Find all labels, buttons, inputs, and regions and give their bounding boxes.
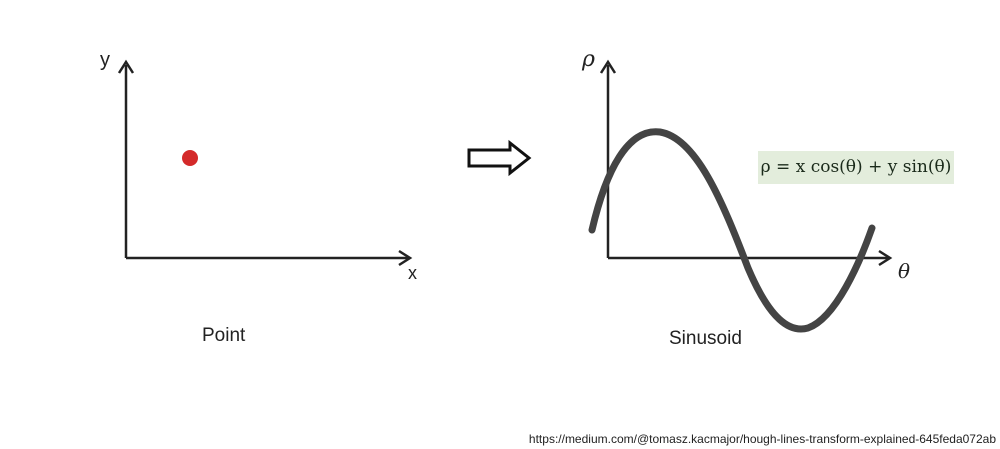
- left-axes: [117, 59, 413, 267]
- rho-axis-label: ρ: [581, 47, 595, 72]
- left-x-arrowhead: [398, 249, 413, 267]
- point-marker: [182, 150, 198, 166]
- right-axes: [599, 59, 893, 267]
- point-caption: Point: [202, 325, 246, 346]
- left-y-arrowhead: [117, 59, 135, 74]
- theta-axis-label: θ: [898, 259, 910, 283]
- sinusoid-curve: [588, 128, 876, 333]
- left-x-axis-label: x: [408, 263, 417, 283]
- theta-arrowhead: [878, 249, 893, 267]
- hough-formula: ρ = x cos(θ) + y sin(θ): [758, 151, 954, 184]
- rho-arrowhead: [599, 59, 617, 74]
- source-url: https://medium.com/@tomasz.kacmajor/houg…: [528, 432, 996, 446]
- sinusoid-caption: Sinusoid: [669, 328, 742, 349]
- left-y-axis-label: y: [100, 49, 110, 71]
- right-arrow-icon: [467, 139, 532, 177]
